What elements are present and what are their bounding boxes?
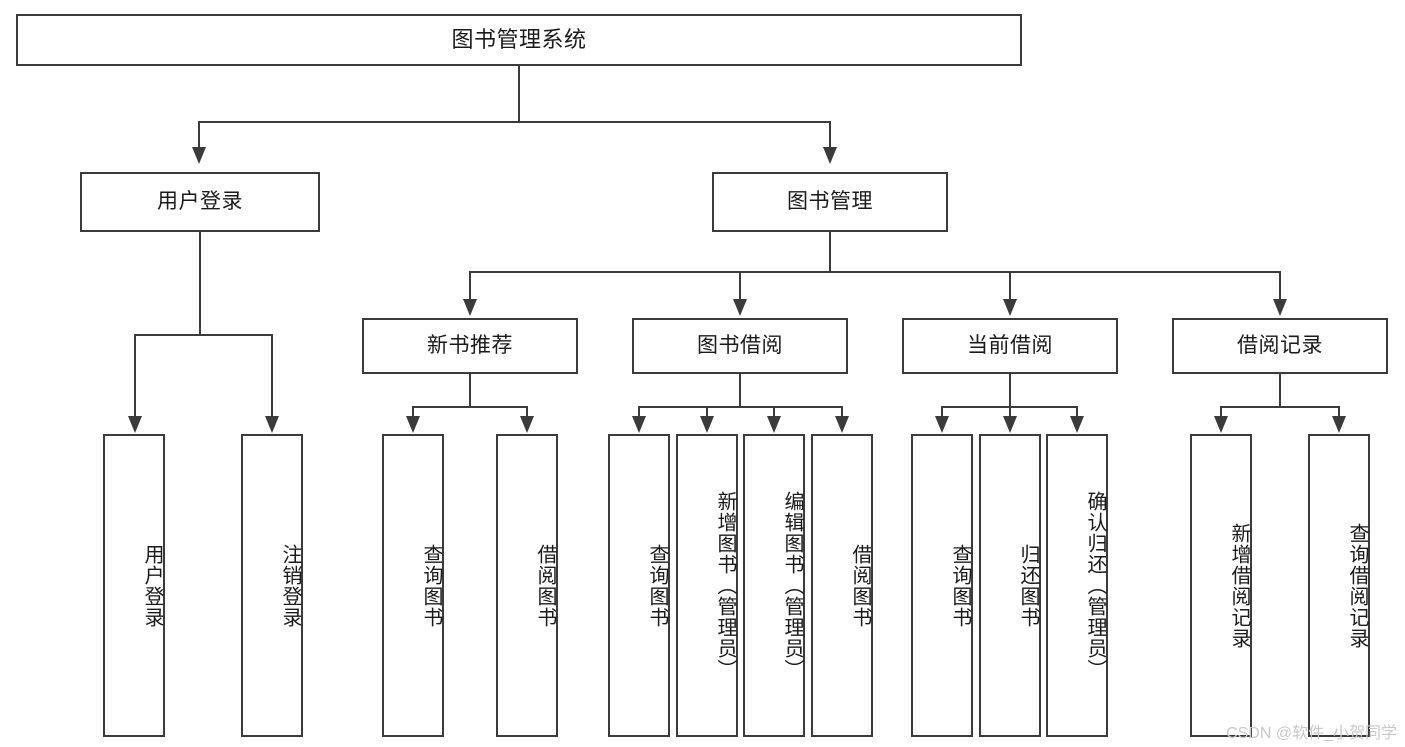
leaf-add-book-admin[interactable]: 新增图书（管理员）	[676, 434, 738, 737]
leaf-return-book[interactable]: 归还图书	[979, 434, 1041, 737]
node-label: 新增图书（管理员）	[714, 491, 736, 680]
connector-borrow-record-drop-2	[1338, 406, 1340, 418]
connector-current-borrow-drop-2	[1009, 406, 1011, 418]
node-book-borrow[interactable]: 图书借阅	[632, 318, 848, 374]
node-label: 图书管理	[787, 189, 873, 213]
connector-new-book-drop-1	[412, 406, 414, 418]
connector-borrow-record-stem	[1279, 374, 1281, 407]
leaf-borrow-book[interactable]: 借阅图书	[811, 434, 873, 737]
node-label: 查询图书	[646, 543, 668, 628]
connector-to-book-borrow	[739, 271, 741, 301]
node-borrow-record[interactable]: 借阅记录	[1172, 318, 1388, 374]
node-label: 借阅图书	[849, 543, 871, 628]
node-user-login[interactable]: 用户登录	[80, 172, 320, 232]
connector-borrow-record-bus	[1220, 406, 1339, 408]
node-label: 借阅图书	[534, 543, 556, 628]
node-label: 用户登录	[141, 543, 163, 628]
connector-to-leaf-user-login	[134, 334, 136, 418]
node-label: 新书推荐	[427, 333, 513, 357]
connector-new-book-drop-2	[526, 406, 528, 418]
arrow-down-icon	[700, 416, 714, 433]
connector-root-to-book-mgmt	[829, 121, 831, 149]
connector-book-borrow-bus	[638, 406, 843, 408]
leaf-query-book-borrow[interactable]: 查询图书	[608, 434, 670, 737]
connector-root-stem	[518, 66, 520, 122]
arrow-down-icon	[1003, 299, 1017, 316]
connector-user-login-bus	[134, 334, 273, 336]
arrow-down-icon	[192, 147, 206, 164]
node-new-book-recommend[interactable]: 新书推荐	[362, 318, 578, 374]
connector-to-leaf-logout	[271, 334, 273, 418]
arrow-down-icon	[835, 416, 849, 433]
connector-current-borrow-stem	[1009, 374, 1011, 407]
arrow-down-icon	[733, 299, 747, 316]
arrow-down-icon	[935, 416, 949, 433]
arrow-down-icon	[406, 416, 420, 433]
node-label: 注销登录	[279, 543, 301, 628]
arrow-down-icon	[632, 416, 646, 433]
connector-current-borrow-drop-1	[941, 406, 943, 418]
arrow-down-icon	[1332, 416, 1346, 433]
node-label: 确认归还（管理员）	[1084, 491, 1106, 680]
connector-book-borrow-stem	[739, 374, 741, 407]
connector-book-borrow-drop-1	[638, 406, 640, 418]
node-label: 当前借阅	[967, 333, 1053, 357]
connector-root-bus	[198, 121, 830, 123]
leaf-borrow-book-recommend[interactable]: 借阅图书	[496, 434, 558, 737]
connector-borrow-record-drop-1	[1220, 406, 1222, 418]
leaf-edit-book-admin[interactable]: 编辑图书（管理员）	[743, 434, 805, 737]
connector-new-book-stem	[469, 374, 471, 407]
arrow-down-icon	[1070, 416, 1084, 433]
node-book-management[interactable]: 图书管理	[712, 172, 948, 232]
connector-book-borrow-drop-2	[706, 406, 708, 418]
node-label: 查询借阅记录	[1346, 522, 1368, 649]
connector-current-borrow-drop-3	[1076, 406, 1078, 418]
connector-to-borrow-record	[1279, 271, 1281, 301]
leaf-query-book-current[interactable]: 查询图书	[911, 434, 973, 737]
node-label: 查询图书	[420, 543, 442, 628]
connector-book-mgmt-stem	[829, 232, 831, 273]
connector-book-mgmt-bus	[469, 271, 1279, 273]
connector-to-new-book	[469, 271, 471, 301]
node-label: 借阅记录	[1237, 333, 1323, 357]
leaf-confirm-return-admin[interactable]: 确认归还（管理员）	[1046, 434, 1108, 737]
node-label: 新增借阅记录	[1228, 522, 1250, 649]
node-label: 编辑图书（管理员）	[781, 491, 803, 680]
leaf-query-book-recommend[interactable]: 查询图书	[382, 434, 444, 737]
arrow-down-icon	[1214, 416, 1228, 433]
leaf-query-borrow-record[interactable]: 查询借阅记录	[1308, 434, 1370, 737]
arrow-down-icon	[1273, 299, 1287, 316]
arrow-down-icon	[463, 299, 477, 316]
leaf-add-borrow-record[interactable]: 新增借阅记录	[1190, 434, 1252, 737]
connector-book-borrow-drop-3	[773, 406, 775, 418]
arrow-down-icon	[128, 416, 142, 433]
node-label: 用户登录	[157, 189, 243, 213]
connector-new-book-bus	[412, 406, 528, 408]
connector-book-borrow-drop-4	[841, 406, 843, 418]
node-label: 归还图书	[1017, 543, 1039, 628]
leaf-user-login[interactable]: 用户登录	[103, 434, 165, 737]
node-label: 查询图书	[949, 543, 971, 628]
arrow-down-icon	[265, 416, 279, 433]
node-root-system[interactable]: 图书管理系统	[16, 14, 1022, 66]
node-label: 图书管理系统	[451, 27, 587, 53]
connector-root-to-user-login	[198, 121, 200, 149]
arrow-down-icon	[767, 416, 781, 433]
node-label: 图书借阅	[697, 333, 783, 357]
leaf-logout[interactable]: 注销登录	[241, 434, 303, 737]
arrow-down-icon	[823, 147, 837, 164]
arrow-down-icon	[1003, 416, 1017, 433]
arrow-down-icon	[520, 416, 534, 433]
node-current-borrow[interactable]: 当前借阅	[902, 318, 1118, 374]
connector-to-current-borrow	[1009, 271, 1011, 301]
connector-user-login-stem	[199, 232, 201, 335]
